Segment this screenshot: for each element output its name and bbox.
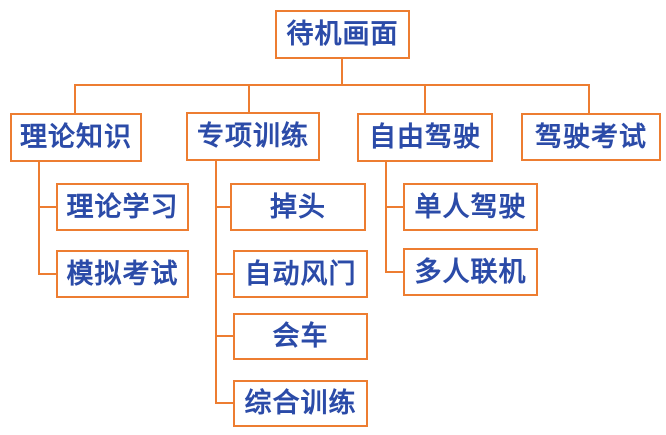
node-comprehensive-training: 综合训练 xyxy=(233,380,368,427)
connector-special-training-spine xyxy=(215,161,217,404)
node-free-driving: 自由驾驶 xyxy=(357,113,493,162)
connector-free-driving-spine xyxy=(385,162,387,273)
connector-root-rail xyxy=(74,84,590,86)
node-theory-study: 理论学习 xyxy=(56,183,189,231)
node-u-turn: 掉头 xyxy=(230,183,366,231)
connector-stub-auto-throttle xyxy=(215,273,233,275)
connector-drop-theory-knowledge xyxy=(74,84,76,113)
connector-stub-single-driving xyxy=(385,206,403,208)
node-theory-knowledge: 理论知识 xyxy=(10,113,142,162)
node-single-driving: 单人驾驶 xyxy=(403,183,538,231)
node-mock-exam: 模拟考试 xyxy=(56,250,189,298)
connector-drop-driving-exam xyxy=(588,84,590,113)
node-standby-screen: 待机画面 xyxy=(275,10,410,59)
connector-stub-comprehensive-training xyxy=(215,402,233,404)
node-meeting-vehicles: 会车 xyxy=(233,313,368,360)
node-special-training: 专项训练 xyxy=(186,112,320,161)
connector-stub-mock-exam xyxy=(38,273,56,275)
connector-stub-multiplayer-online xyxy=(385,271,403,273)
node-multiplayer-online: 多人联机 xyxy=(403,248,538,296)
connector-drop-free-driving xyxy=(424,84,426,113)
connector-drop-special-training xyxy=(248,84,250,112)
connector-stub-meeting-vehicles xyxy=(215,335,233,337)
connector-stub-u-turn xyxy=(215,206,230,208)
connector-theory-knowledge-spine xyxy=(38,162,40,275)
node-driving-exam: 驾驶考试 xyxy=(521,113,661,161)
node-auto-throttle: 自动风门 xyxy=(233,250,368,298)
connector-root-stem xyxy=(341,59,343,85)
connector-stub-theory-study xyxy=(38,206,56,208)
